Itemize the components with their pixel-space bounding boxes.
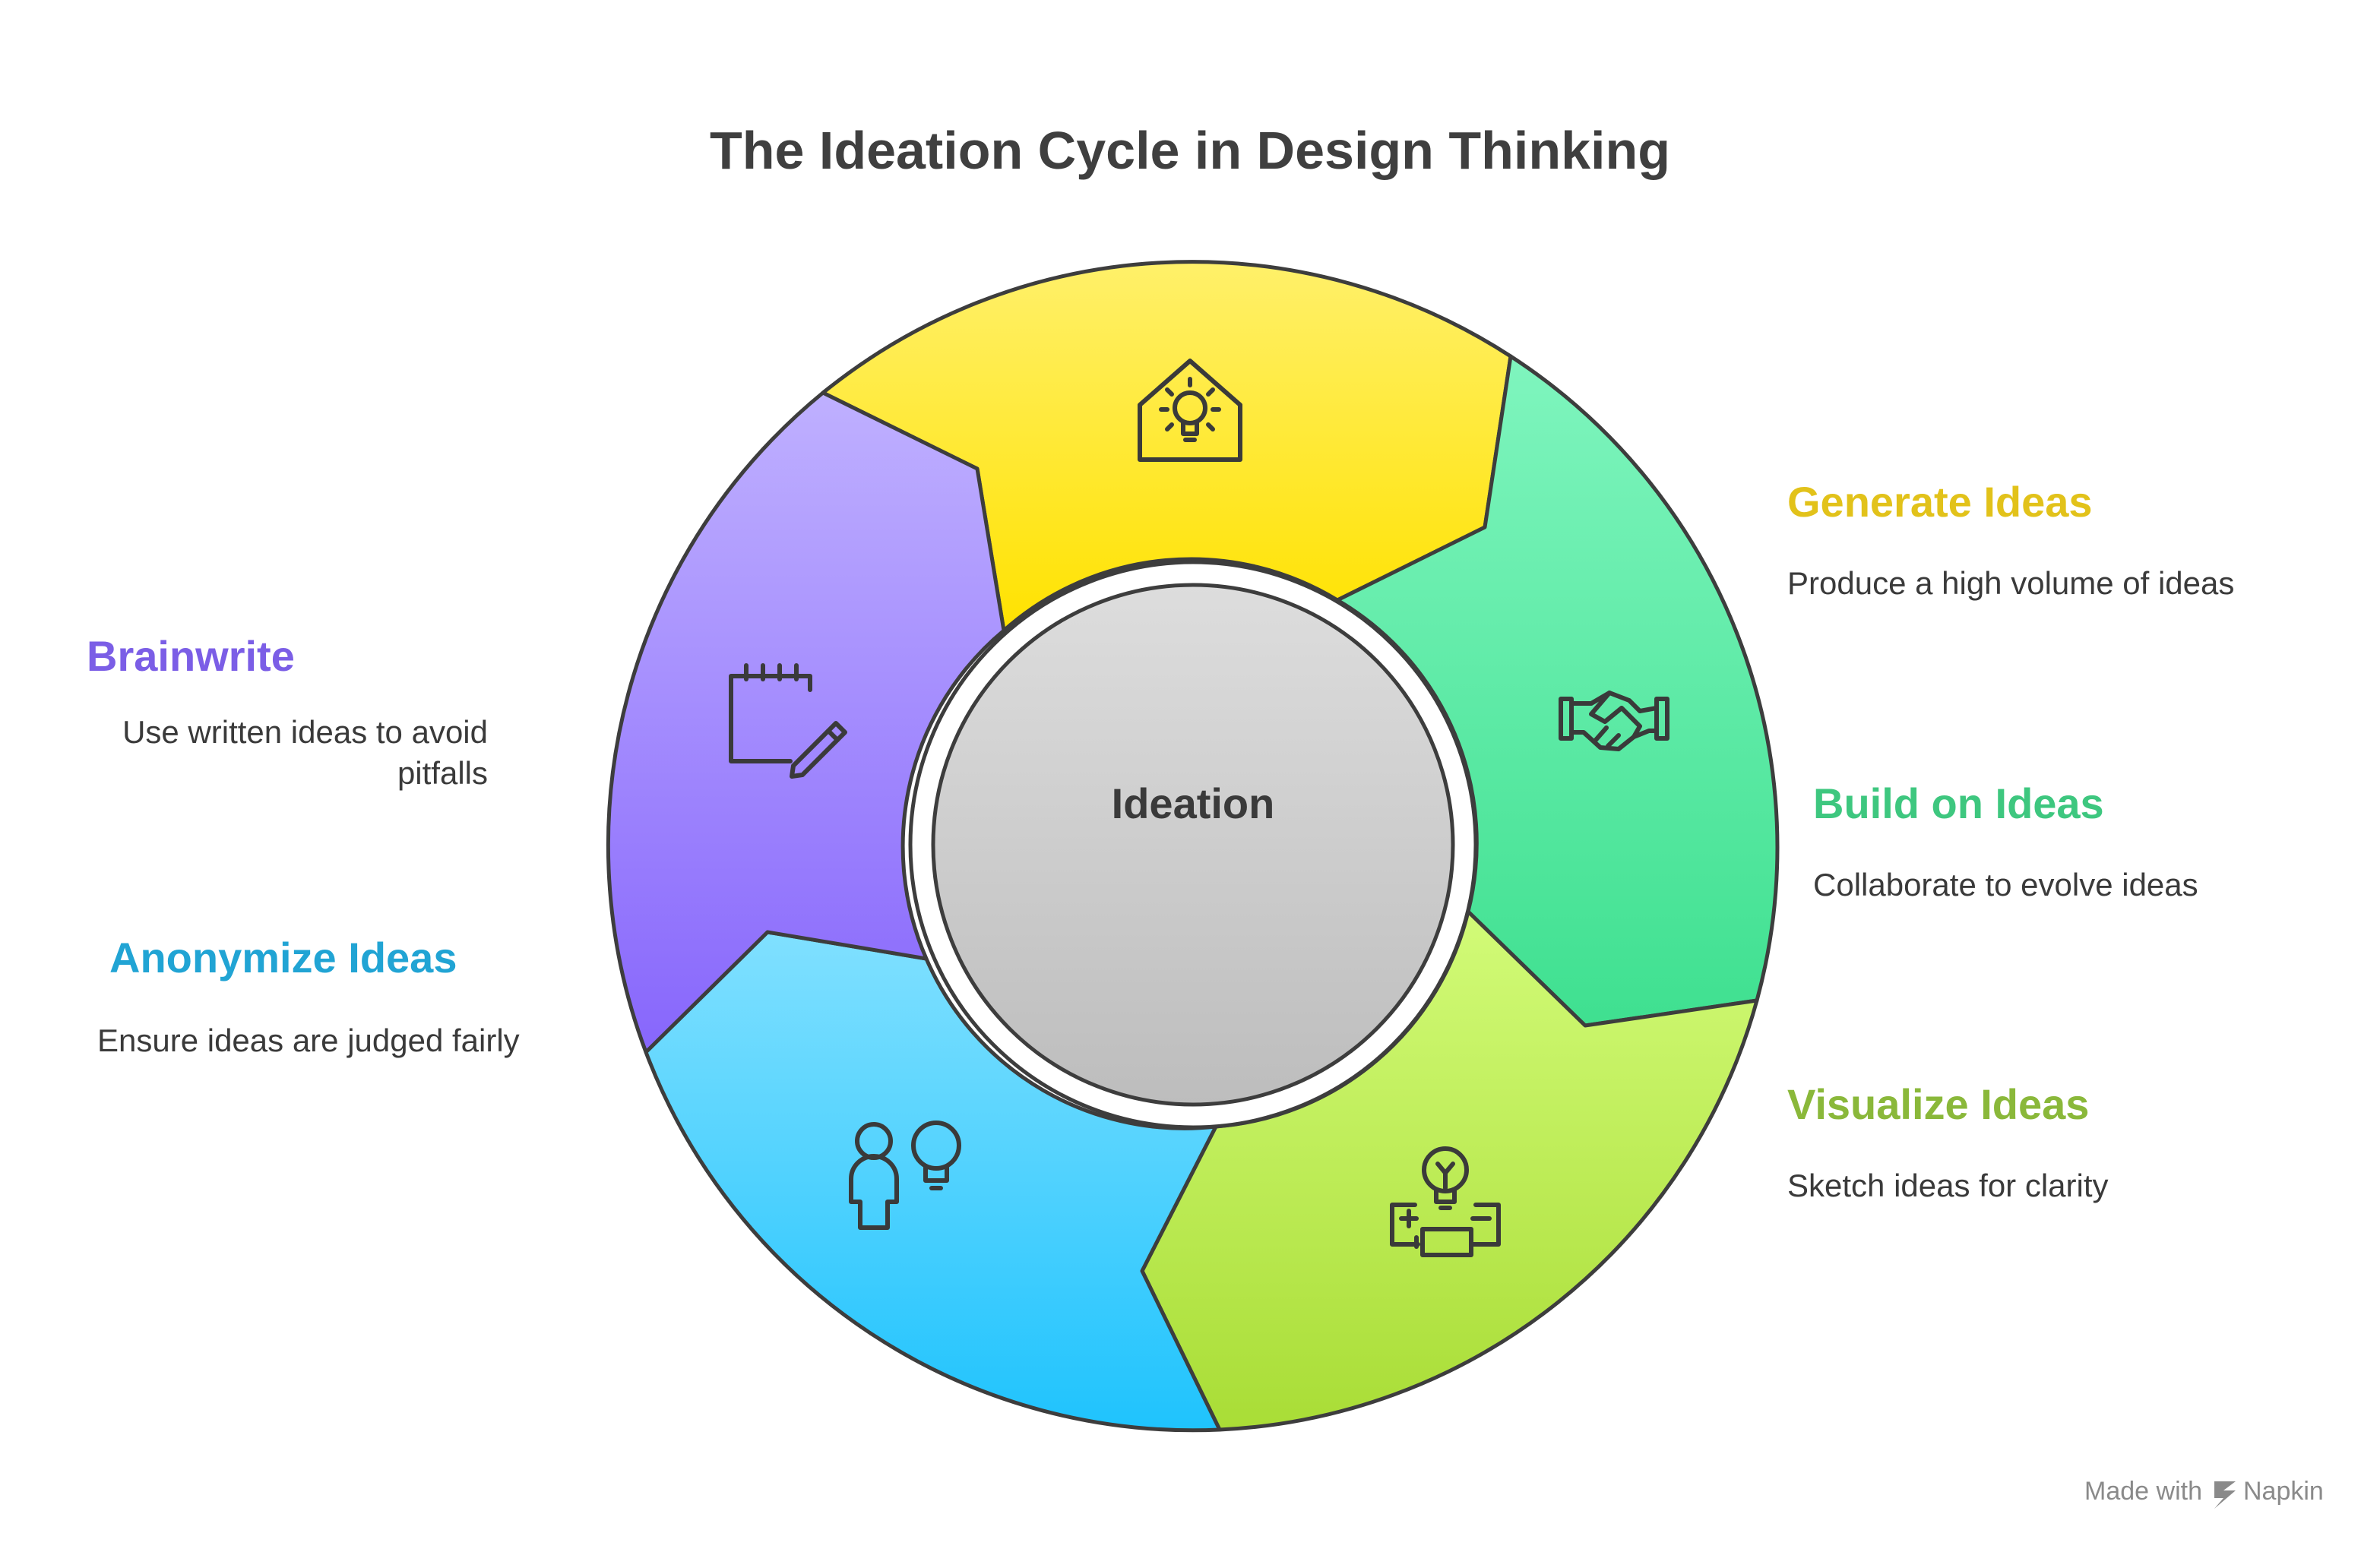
step-description: Sketch ideas for clarity — [1787, 1168, 2109, 1203]
step-description: Ensure ideas are judged fairly — [97, 1023, 520, 1058]
step-title: Brainwrite — [87, 632, 295, 680]
segment-brainwrite[interactable] — [606, 390, 1006, 1054]
step-build-on-ideas: Build on Ideas Collaborate to evolve ide… — [1813, 779, 2198, 902]
cycle-ring — [606, 260, 1780, 1433]
lightbulb-house-icon — [1138, 359, 1242, 462]
step-anonymize-ideas: Anonymize Ideas Ensure ideas are judged … — [97, 934, 520, 1058]
step-title: Build on Ideas — [1813, 779, 2104, 827]
made-with-napkin-badge[interactable]: Made with Napkin — [2084, 1477, 2324, 1509]
center-circle[interactable] — [931, 583, 1455, 1107]
person-bulb-icon — [849, 1121, 961, 1230]
step-description: pitfalls — [397, 755, 488, 791]
footer-made-with: Made with — [2084, 1477, 2202, 1506]
footer-brand: Napkin — [2243, 1477, 2324, 1506]
handshake-icon — [1559, 691, 1669, 751]
lightbulb-battery-icon — [1390, 1146, 1501, 1257]
step-brainwrite: Brainwrite Use written ideas to avoid pi… — [87, 632, 488, 791]
step-generate-ideas: Generate Ideas Produce a high volume of … — [1787, 478, 2234, 601]
step-description: Use written ideas to avoid — [122, 714, 488, 750]
step-visualize-ideas: Visualize Ideas Sketch ideas for clarity — [1787, 1080, 2109, 1203]
segment-generate-ideas[interactable] — [821, 260, 1513, 633]
step-description: Produce a high volume of ideas — [1787, 565, 2234, 601]
center-label: Ideation — [1112, 779, 1275, 827]
step-title: Visualize Ideas — [1787, 1080, 2089, 1128]
diagram-title: The Ideation Cycle in Design Thinking — [710, 121, 1670, 180]
notepad-pencil-icon — [729, 663, 847, 779]
napkin-logo-icon — [2214, 1481, 2236, 1509]
step-title: Generate Ideas — [1787, 478, 2093, 526]
step-description: Collaborate to evolve ideas — [1813, 867, 2198, 902]
step-title: Anonymize Ideas — [109, 934, 457, 981]
